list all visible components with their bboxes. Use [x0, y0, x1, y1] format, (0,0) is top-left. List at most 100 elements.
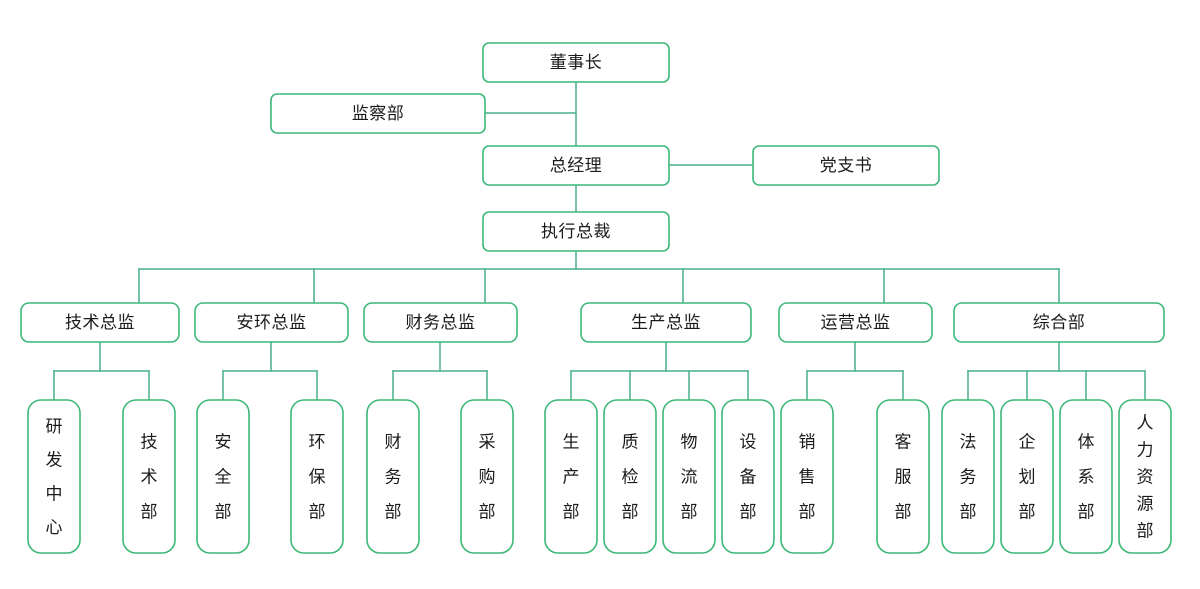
node-label-general-affairs: 综合部: [1033, 313, 1086, 332]
node-label-planning-dept-char-0: 企: [1019, 433, 1036, 452]
node-label-safety-dept-char-2: 部: [215, 503, 232, 522]
node-finance-director[interactable]: 财务总监: [363, 302, 518, 343]
node-box-purchase-dept[interactable]: [460, 399, 514, 554]
node-label-planning-dept-char-2: 部: [1019, 503, 1036, 522]
node-box-tech-director[interactable]: [20, 302, 180, 343]
node-label-purchase-dept-char-2: 部: [479, 503, 496, 522]
node-box-exec-president[interactable]: [482, 211, 670, 252]
node-label-equipment-dept-char-0: 设: [740, 433, 757, 452]
node-box-env-dept[interactable]: [290, 399, 344, 554]
node-label-rnd-center-char-2: 中: [46, 484, 63, 503]
node-label-system-dept-char-2: 部: [1078, 503, 1095, 522]
node-label-safety-dept-char-1: 全: [215, 468, 232, 487]
node-box-general-manager[interactable]: [482, 145, 670, 186]
node-finance-dept[interactable]: 财务部: [366, 399, 420, 554]
node-label-finance-dept-char-2: 部: [385, 503, 402, 522]
node-production-dept[interactable]: 生产部: [544, 399, 598, 554]
node-label-prod-director: 生产总监: [631, 313, 701, 332]
node-label-qc-dept-char-2: 部: [622, 503, 639, 522]
node-label-tech-director: 技术总监: [65, 313, 135, 332]
node-general-manager[interactable]: 总经理: [482, 145, 670, 186]
node-box-prod-director[interactable]: [580, 302, 752, 343]
node-party-secretary[interactable]: 党支书: [752, 145, 940, 186]
node-box-qc-dept[interactable]: [603, 399, 657, 554]
node-label-hr-dept-char-1: 力: [1137, 441, 1154, 460]
node-logistics-dept[interactable]: 物流部: [662, 399, 716, 554]
node-box-service-dept[interactable]: [876, 399, 930, 554]
node-safety-dept[interactable]: 安全部: [196, 399, 250, 554]
node-label-ops-director: 运营总监: [821, 313, 891, 332]
node-box-hr-dept[interactable]: [1118, 399, 1172, 554]
node-general-affairs[interactable]: 综合部: [953, 302, 1165, 343]
node-label-logistics-dept-char-1: 流: [681, 468, 698, 487]
node-box-ops-director[interactable]: [778, 302, 933, 343]
node-box-finance-director[interactable]: [363, 302, 518, 343]
node-prod-director[interactable]: 生产总监: [580, 302, 752, 343]
node-label-production-dept-char-1: 产: [563, 468, 580, 487]
node-label-hr-dept-char-4: 部: [1137, 522, 1154, 541]
node-label-sales-dept-char-1: 售: [799, 468, 816, 487]
node-qc-dept[interactable]: 质检部: [603, 399, 657, 554]
node-label-service-dept-char-0: 客: [895, 433, 912, 452]
node-purchase-dept[interactable]: 采购部: [460, 399, 514, 554]
node-service-dept[interactable]: 客服部: [876, 399, 930, 554]
node-label-production-dept-char-0: 生: [563, 433, 580, 452]
node-label-general-manager: 总经理: [550, 156, 603, 175]
node-box-finance-dept[interactable]: [366, 399, 420, 554]
node-label-system-dept-char-1: 系: [1078, 468, 1095, 487]
node-layer: 董事长监察部总经理 党支书执行总裁技术总监 安环总监财务总监 生产总监 运营总监 综合部研…: [20, 42, 1172, 554]
node-label-safety-dept-char-0: 安: [215, 433, 232, 452]
node-box-rnd-center[interactable]: [27, 399, 81, 554]
node-box-general-affairs[interactable]: [953, 302, 1165, 343]
node-box-safety-dept[interactable]: [196, 399, 250, 554]
node-label-exec-president: 执行总裁: [541, 222, 611, 241]
node-label-qc-dept-char-1: 检: [622, 468, 639, 487]
node-label-legal-dept-char-0: 法: [960, 433, 977, 452]
node-label-purchase-dept-char-1: 购: [479, 468, 496, 487]
node-legal-dept[interactable]: 法务部: [941, 399, 995, 554]
node-label-hr-dept-char-3: 源: [1137, 495, 1154, 514]
node-exec-president[interactable]: 执行总裁: [482, 211, 670, 252]
node-box-production-dept[interactable]: [544, 399, 598, 554]
node-box-planning-dept[interactable]: [1000, 399, 1054, 554]
node-label-party-secretary: 党支书: [820, 156, 873, 175]
node-label-chairman: 董事长: [550, 53, 603, 72]
node-box-sales-dept[interactable]: [780, 399, 834, 554]
node-box-party-secretary[interactable]: [752, 145, 940, 186]
node-equipment-dept[interactable]: 设备部: [721, 399, 775, 554]
node-box-supervision[interactable]: [270, 93, 486, 134]
node-box-tech-dept[interactable]: [122, 399, 176, 554]
node-tech-director[interactable]: 技术总监: [20, 302, 180, 343]
node-tech-dept[interactable]: 技术部: [122, 399, 176, 554]
node-label-tech-dept-char-0: 技: [141, 433, 158, 452]
node-box-equipment-dept[interactable]: [721, 399, 775, 554]
node-label-qc-dept-char-0: 质: [622, 433, 639, 452]
node-box-legal-dept[interactable]: [941, 399, 995, 554]
node-label-tech-dept-char-2: 部: [141, 503, 158, 522]
node-label-finance-dept-char-0: 财: [385, 433, 402, 452]
connector-layer: [53, 81, 1146, 401]
node-system-dept[interactable]: 体系部: [1059, 399, 1113, 554]
node-label-planning-dept-char-1: 划: [1019, 468, 1036, 487]
node-chairman[interactable]: 董事长: [482, 42, 670, 83]
node-ehs-director[interactable]: 安环总监: [194, 302, 349, 343]
node-box-logistics-dept[interactable]: [662, 399, 716, 554]
node-label-env-dept-char-1: 保: [309, 468, 326, 487]
node-env-dept[interactable]: 环保部: [290, 399, 344, 554]
node-box-chairman[interactable]: [482, 42, 670, 83]
node-label-sales-dept-char-0: 销: [799, 433, 816, 452]
node-label-legal-dept-char-1: 务: [960, 468, 977, 487]
node-label-equipment-dept-char-1: 备: [740, 468, 757, 487]
node-supervision[interactable]: 监察部: [270, 93, 486, 134]
node-ops-director[interactable]: 运营总监: [778, 302, 933, 343]
node-sales-dept[interactable]: 销售部: [780, 399, 834, 554]
node-label-rnd-center-char-1: 发: [46, 451, 63, 470]
node-label-sales-dept-char-2: 部: [799, 503, 816, 522]
node-planning-dept[interactable]: 企划部: [1000, 399, 1054, 554]
node-box-system-dept[interactable]: [1059, 399, 1113, 554]
node-label-env-dept-char-2: 部: [309, 503, 326, 522]
node-box-ehs-director[interactable]: [194, 302, 349, 343]
